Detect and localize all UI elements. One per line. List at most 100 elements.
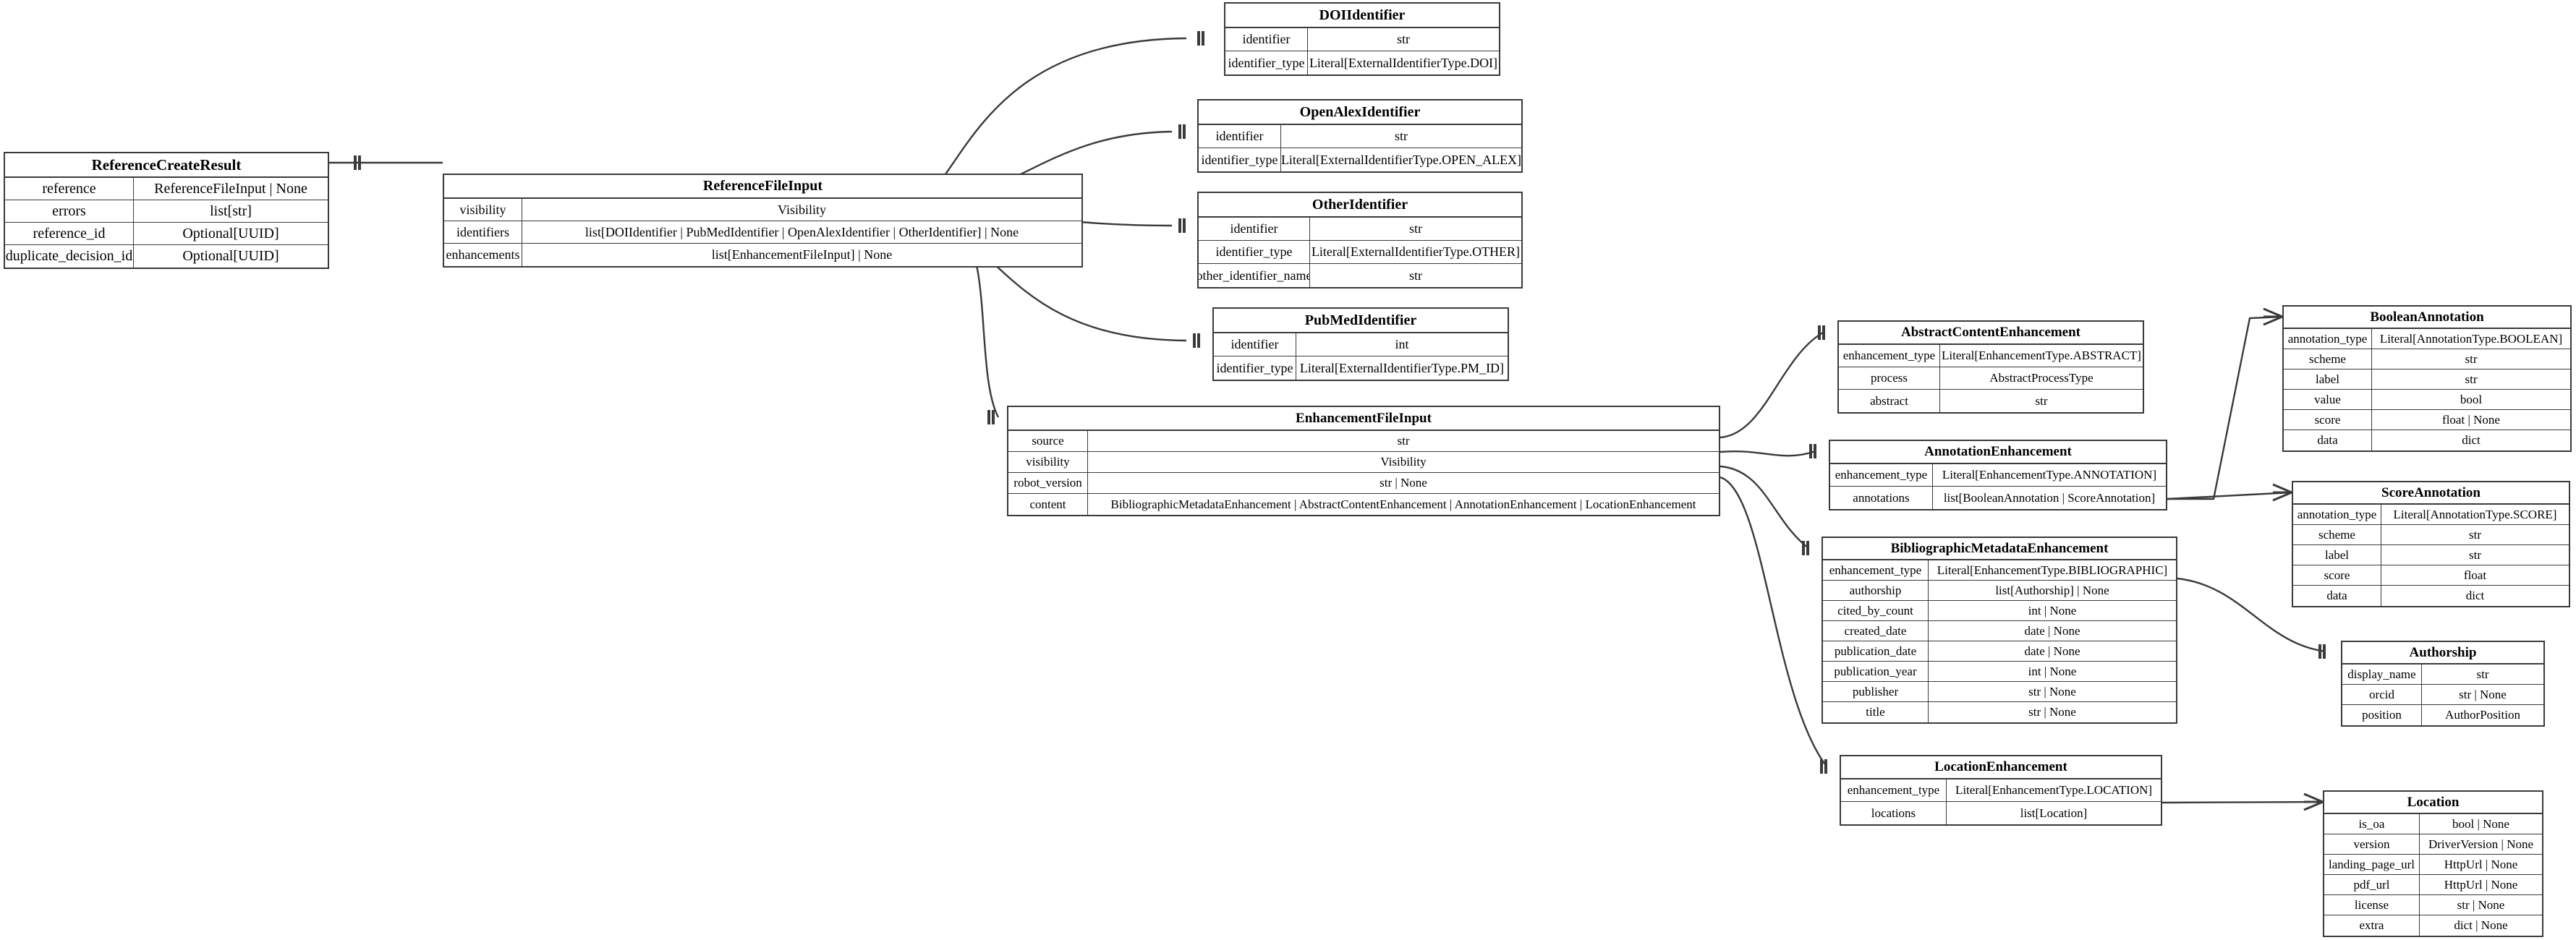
relationship-enhancementfileinput-to-annotationenhancement	[1720, 444, 1816, 458]
attribute-name: score	[2284, 410, 2372, 430]
attribute-type: float | None	[2442, 412, 2500, 427]
attribute-type: list[str]	[210, 202, 252, 219]
attribute-type: Literal[ExternalIdentifierType.OTHER]	[1311, 244, 1521, 259]
attribute-type: float	[2463, 568, 2487, 582]
attribute-type: bool	[2460, 392, 2483, 406]
attribute-row: annotation_type Literal[AnnotationType.SC…	[2293, 505, 2569, 525]
attribute-name: extra	[2324, 915, 2420, 936]
attribute-type: Literal[ExternalIdentifierType.PM_ID]	[1299, 360, 1505, 375]
edge-line	[1720, 465, 1809, 549]
attribute-name: scheme	[2293, 525, 2381, 544]
attribute-type: dict | None	[2454, 918, 2508, 932]
attribute-name: identifier	[1199, 218, 1310, 240]
attribute-type: int	[1395, 337, 1409, 351]
entity-title: ReferenceFileInput	[444, 175, 1081, 199]
relationship-annotationenhancement-to-booleanannotation	[2167, 307, 2283, 500]
attribute-name: scheme	[2284, 349, 2372, 369]
attribute-name: visibility	[1008, 452, 1088, 472]
attribute-name: identifier_type	[1225, 51, 1308, 74]
attribute-type: str	[1397, 32, 1410, 46]
attribute-name: locations	[1841, 802, 1947, 824]
relationship-annotationenhancement-to-scoreannotation	[2167, 483, 2292, 502]
attribute-name: created_date	[1823, 621, 1929, 641]
edge-line	[2167, 315, 2283, 500]
attribute-row: errors list[str]	[5, 200, 328, 223]
attribute-name: annotation_type	[2284, 329, 2372, 349]
attribute-type: bool | None	[2452, 816, 2509, 831]
attribute-type: ReferenceFileInput | None	[154, 180, 307, 197]
attribute-type: Literal[AnnotationType.SCORE]	[2393, 507, 2557, 521]
attribute-name: publication_date	[1823, 641, 1929, 661]
attribute-row: reference ReferenceFileInput | None	[5, 178, 328, 200]
relationship-enhancementfileinput-to-bibliographicmetadataenhancement	[1720, 465, 1809, 555]
attribute-name: license	[2324, 895, 2420, 915]
relationship-referencecreateresult-to-referencefileinput	[329, 155, 443, 170]
attribute-type: str | None	[1380, 476, 1427, 490]
attribute-name: display_name	[2342, 665, 2422, 684]
attribute-type: list[Location]	[2020, 806, 2088, 820]
attribute-name: score	[2293, 565, 2381, 585]
edge-line	[1720, 450, 1816, 457]
entity-title: OpenAlexIdentifier	[1199, 101, 1521, 125]
attribute-name: abstract	[1839, 390, 1940, 412]
attribute-name: cited_by_count	[1823, 601, 1929, 620]
attribute-name: robot_version	[1008, 473, 1088, 493]
attribute-row: value bool	[2284, 390, 2570, 410]
attribute-row: score float	[2293, 565, 2569, 586]
attribute-type: list[DOIIdentifier | PubMedIdentifier | …	[585, 224, 1019, 239]
attribute-name: reference	[5, 178, 134, 200]
attribute-row: extra dict | None	[2324, 915, 2542, 936]
attribute-row: created_date date | None	[1823, 621, 2176, 641]
attribute-name: pdf_url	[2324, 875, 2420, 894]
entity-title: AnnotationEnhancement	[1830, 441, 2166, 464]
attribute-name: source	[1008, 431, 1088, 451]
edge-line	[2161, 800, 2324, 804]
attribute-name: annotation_type	[2293, 505, 2381, 524]
attribute-name: label	[2293, 545, 2381, 565]
relationship-enhancementfileinput-to-locationenhancement	[1720, 476, 1827, 774]
attribute-type: str | None	[2028, 705, 2076, 719]
entity-title: ScoreAnnotation	[2293, 482, 2569, 505]
attribute-type: date | None	[2024, 623, 2080, 638]
attribute-name: errors	[5, 200, 134, 222]
entity-title: AbstractContentEnhancement	[1839, 322, 2143, 345]
attribute-type: list[Authorship] | None	[1995, 583, 2109, 597]
crowsfoot-marker	[2303, 792, 2324, 811]
attribute-name: enhancement_type	[1823, 560, 1929, 580]
attribute-name: value	[2284, 390, 2372, 409]
attribute-type: BibliographicMetadataEnhancement | Abstr…	[1110, 497, 1696, 511]
edge-line	[1720, 476, 1827, 767]
